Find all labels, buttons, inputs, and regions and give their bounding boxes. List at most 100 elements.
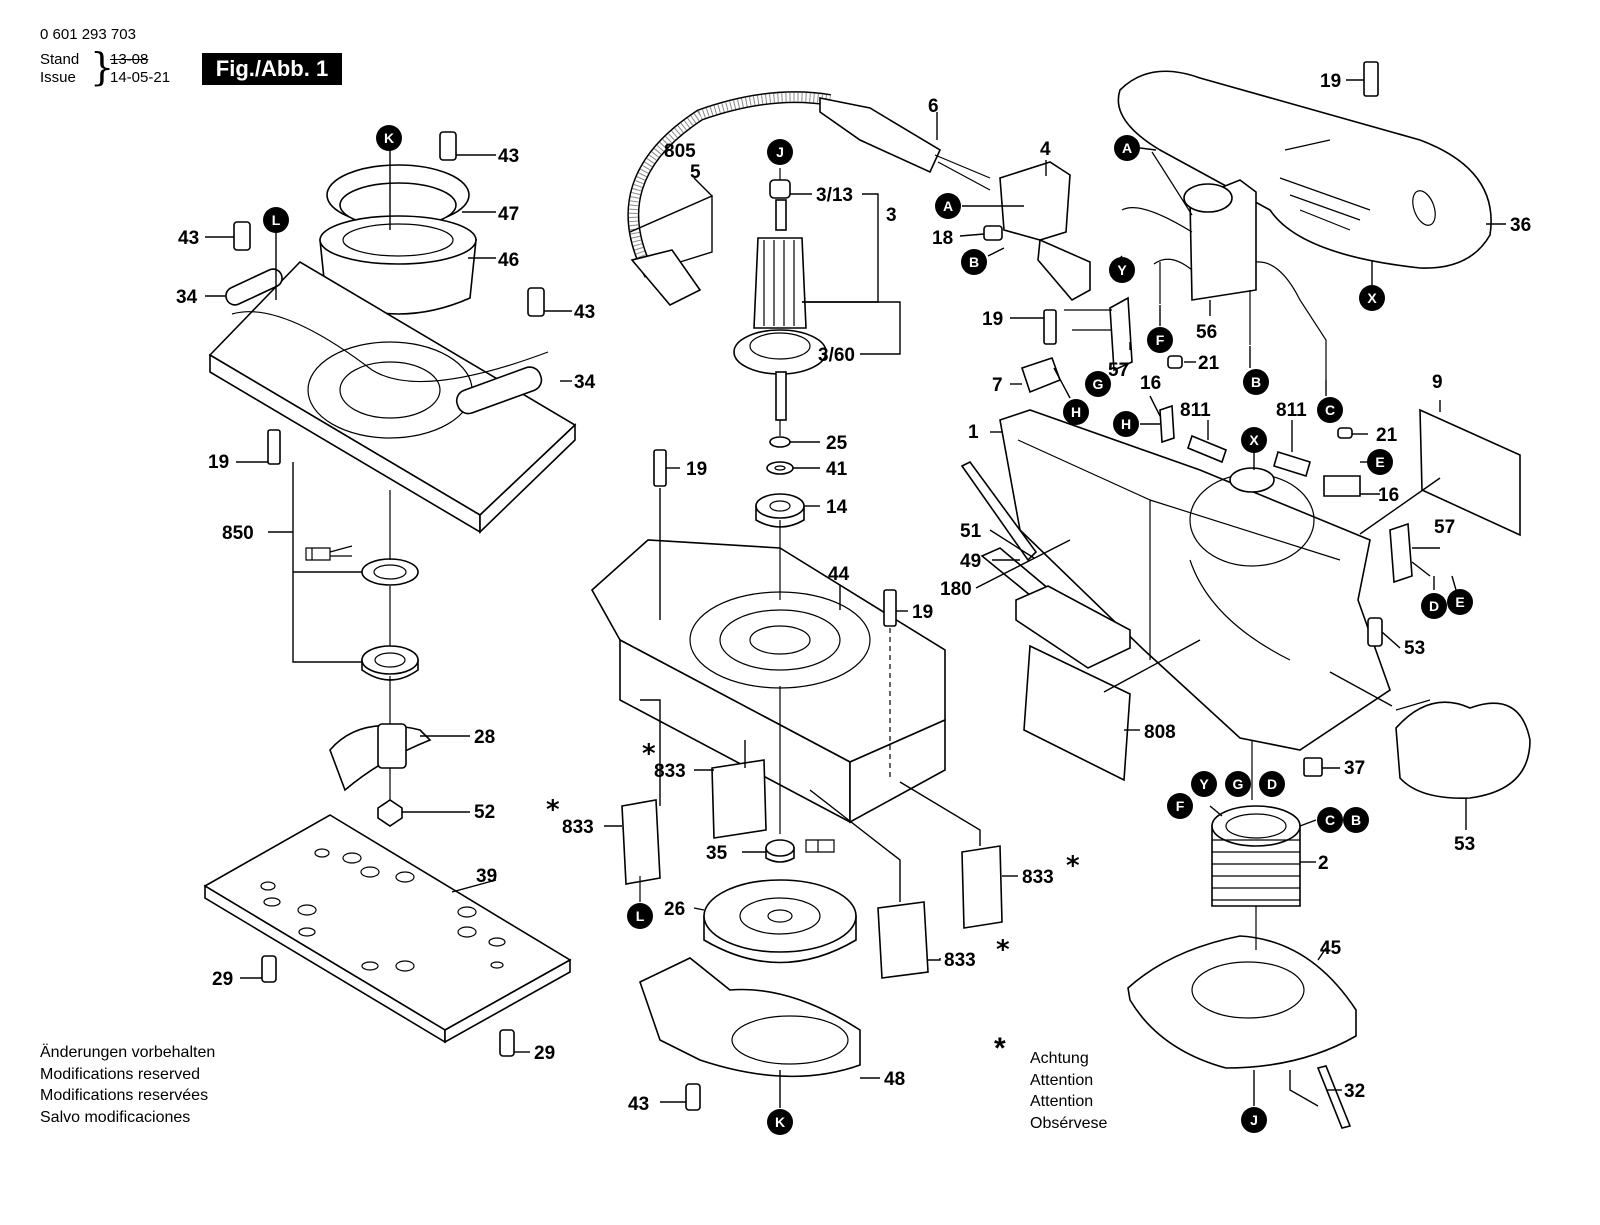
marker-b: B <box>1251 374 1261 390</box>
marker-g: G <box>1093 376 1104 392</box>
leader-lines-right <box>959 79 1506 1107</box>
symbol-icon <box>305 545 835 853</box>
modifications-line: Modifications reservées <box>40 1087 209 1104</box>
modifications-line: Modifications reserved <box>40 1065 201 1083</box>
screw-set-center <box>653 449 897 627</box>
callout-833: 833 <box>1022 867 1054 888</box>
callout-811: 811 <box>1180 400 1211 421</box>
marker-h: H <box>1121 416 1131 432</box>
pad-bearing-group <box>329 558 432 827</box>
callout-labels: 43 47 43 46 34 43 34 19 850 28 52 39 29 … <box>176 71 1531 1115</box>
brush-sets <box>621 759 1003 979</box>
marker-c: C <box>1325 402 1335 418</box>
svg-text:*: * <box>546 795 560 825</box>
motor-housing <box>999 409 1391 751</box>
side-parts <box>960 408 1521 782</box>
dust-box-assembly <box>319 164 477 315</box>
shaft-parts <box>755 436 805 528</box>
marker-y: Y <box>1117 262 1127 278</box>
callout-43: 43 <box>498 146 519 167</box>
modifications-line: Änderungen vorbehalten <box>40 1044 216 1061</box>
attention-line: Attention <box>1030 1071 1094 1089</box>
callout-3-13: 3/13 <box>816 185 853 206</box>
marker-a: A <box>943 198 953 214</box>
leader-lines-center <box>604 112 1018 1108</box>
stand-date: 13-08 <box>110 51 149 68</box>
callout-833: 833 <box>944 950 976 971</box>
electronic-module <box>1121 151 1327 380</box>
marker-e: E <box>1375 454 1384 470</box>
callout-51: 51 <box>960 521 982 542</box>
rear-cap <box>1303 617 1531 799</box>
fan-assembly <box>703 839 857 964</box>
svg-text:*: * <box>996 935 1010 965</box>
callout-21: 21 <box>1198 353 1220 374</box>
attention-note: Achtung Attention Attention Obsérvese <box>1030 1048 1107 1134</box>
modifications-note: Änderungen vorbehalten Modifications res… <box>40 1042 215 1128</box>
callout-28: 28 <box>474 727 495 748</box>
callout-39: 39 <box>476 866 497 887</box>
callout-36: 36 <box>1510 215 1531 236</box>
marker-l: L <box>272 212 281 228</box>
callout-32: 32 <box>1344 1081 1365 1102</box>
marker-b: B <box>969 254 979 270</box>
callout-3-60: 3/60 <box>818 345 855 366</box>
leader-lines-left <box>205 138 572 1053</box>
callout-49: 49 <box>960 551 981 572</box>
callout-21: 21 <box>1376 425 1398 446</box>
callout-34: 34 <box>176 287 198 308</box>
callout-29: 29 <box>534 1043 555 1064</box>
callout-46: 46 <box>498 250 519 271</box>
callout-57: 57 <box>1434 517 1455 538</box>
marker-d: D <box>1429 598 1439 614</box>
callout-37: 37 <box>1344 758 1365 779</box>
stand-label: Stand <box>40 51 80 68</box>
callout-3: 3 <box>886 205 897 226</box>
base-plate <box>208 260 577 534</box>
letter-markers: K L J A A B Y X F G H B C H X E D E Y G … <box>263 125 1473 1135</box>
callout-29: 29 <box>212 969 233 990</box>
callout-43: 43 <box>628 1094 649 1115</box>
callout-48: 48 <box>884 1069 905 1090</box>
callout-833: 833 <box>654 761 686 782</box>
callout-7: 7 <box>992 375 1003 396</box>
drawing-number: 0 601 293 703 <box>40 26 136 43</box>
callout-4: 4 <box>1040 139 1051 160</box>
brush-holder-parts <box>1020 296 1361 497</box>
issue-label: Issue <box>40 69 76 86</box>
marker-d: D <box>1267 776 1277 792</box>
housing-lower <box>590 539 946 824</box>
callout-811: 811 <box>1276 400 1307 421</box>
modifications-line: Salvo modificaciones <box>40 1108 191 1126</box>
figure-label: Fig./Abb. 1 <box>202 53 342 85</box>
marker-h: H <box>1071 404 1081 420</box>
callout-5: 5 <box>690 162 701 183</box>
marker-x: X <box>1367 290 1377 306</box>
callout-805: 805 <box>664 141 696 162</box>
callout-34: 34 <box>574 372 596 393</box>
sanding-plate <box>203 814 572 1044</box>
callout-19: 19 <box>912 602 933 623</box>
svg-text:*: * <box>1066 851 1080 881</box>
marker-g: G <box>1233 776 1244 792</box>
callout-19: 19 <box>208 452 229 473</box>
callout-14: 14 <box>826 497 848 518</box>
marker-e: E <box>1455 594 1464 610</box>
callout-45: 45 <box>1320 938 1342 959</box>
callout-35: 35 <box>706 843 728 864</box>
attention-line: Obsérvese <box>1030 1114 1108 1132</box>
callout-25: 25 <box>826 433 848 454</box>
attention-line: Achtung <box>1030 1050 1089 1067</box>
callout-56: 56 <box>1196 322 1217 343</box>
callout-1: 1 <box>968 422 979 443</box>
marker-a: A <box>1122 140 1132 156</box>
callout-57: 57 <box>1108 360 1129 381</box>
screw-set-right <box>1043 61 1379 345</box>
marker-f: F <box>1176 798 1185 814</box>
top-cover-handle <box>1117 70 1492 269</box>
marker-c: C <box>1325 812 1335 828</box>
callout-16: 16 <box>1378 485 1399 506</box>
callout-9: 9 <box>1432 372 1443 393</box>
callout-41: 41 <box>826 459 848 480</box>
